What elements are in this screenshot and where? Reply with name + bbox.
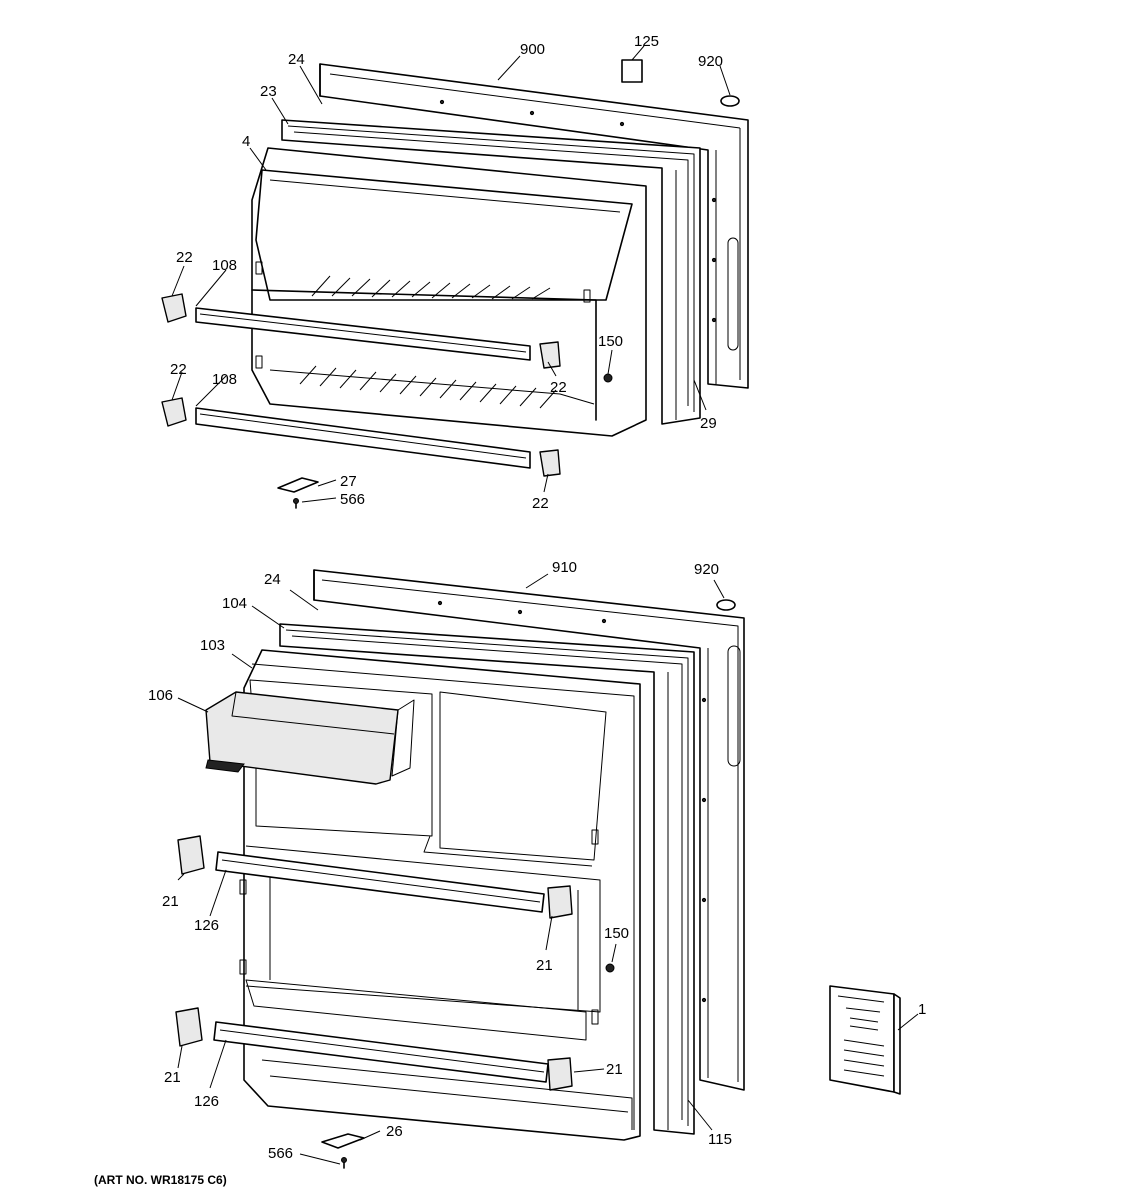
callout-125: 125 — [634, 33, 659, 50]
screw-150-lower — [605, 963, 615, 973]
callout-126-b: 126 — [194, 1093, 219, 1110]
callout-920-upper: 920 — [698, 53, 723, 70]
callout-150-upper: 150 — [598, 333, 623, 350]
callout-22-b: 22 — [170, 361, 187, 378]
art-number: (ART NO. WR18175 C6) — [94, 1173, 227, 1187]
door-gasket-104 — [279, 623, 695, 1135]
callout-900: 900 — [520, 41, 545, 58]
callout-108-b: 108 — [212, 371, 237, 388]
door-gasket-23 — [281, 119, 701, 425]
screw-150-upper — [603, 373, 613, 383]
callout-1: 1 — [918, 1001, 926, 1018]
callout-103: 103 — [200, 637, 225, 654]
callout-920-lower: 920 — [694, 561, 719, 578]
callout-22-c: 22 — [550, 379, 567, 396]
shelf-end-cap-22 — [161, 293, 561, 477]
callout-4: 4 — [242, 133, 250, 150]
callout-910: 910 — [552, 559, 577, 576]
freezer-door-assembly — [161, 45, 749, 509]
screw-566-lower — [341, 1157, 347, 1169]
callout-27: 27 — [340, 473, 357, 490]
plug-920-upper — [720, 95, 740, 107]
shelf-bar-108-upper — [195, 307, 531, 361]
callout-24-upper: 24 — [288, 51, 305, 68]
callout-26: 26 — [386, 1123, 403, 1140]
outer-door-panel-900 — [319, 63, 749, 389]
outer-door-panel-910 — [313, 569, 745, 1091]
callout-150-lower: 150 — [604, 925, 629, 942]
callout-566-lower: 566 — [268, 1145, 293, 1162]
owners-manual-1 — [829, 985, 919, 1095]
callout-115: 115 — [708, 1131, 732, 1148]
callout-24-lower: 24 — [264, 571, 281, 588]
hinge-plate-26 — [321, 1133, 365, 1149]
plug-125 — [621, 59, 643, 83]
dairy-door-106 — [205, 691, 415, 785]
screw-566-upper — [293, 498, 299, 509]
callout-21-c: 21 — [164, 1069, 181, 1086]
callout-21-b: 21 — [536, 957, 553, 974]
upper-door-callouts: 900 125 920 24 23 4 22 108 22 108 150 22… — [170, 33, 723, 512]
shelf-end-cap-21 — [175, 835, 573, 1091]
door-liner-4 — [251, 147, 647, 437]
callout-104: 104 — [222, 595, 247, 612]
callout-21-a: 21 — [162, 893, 179, 910]
callout-29: 29 — [700, 415, 717, 432]
shelf-bar-126-lower — [213, 1021, 549, 1083]
fresh-food-door-assembly — [175, 569, 745, 1169]
callout-106: 106 — [148, 687, 173, 704]
hinge-plate-27 — [277, 477, 319, 493]
callout-23: 23 — [260, 83, 277, 100]
callout-108-a: 108 — [212, 257, 237, 274]
plug-920-lower — [716, 599, 736, 611]
shelf-bar-126-upper — [215, 851, 545, 913]
callout-21-d: 21 — [606, 1061, 623, 1078]
callout-22-d: 22 — [532, 495, 549, 512]
lower-door-callouts: 910 920 24 104 103 106 21 126 21 150 21 … — [148, 559, 732, 1162]
callout-22-a: 22 — [176, 249, 193, 266]
callout-566-upper: 566 — [340, 491, 365, 508]
shelf-bar-108-lower — [195, 407, 531, 469]
callout-126-a: 126 — [194, 917, 219, 934]
